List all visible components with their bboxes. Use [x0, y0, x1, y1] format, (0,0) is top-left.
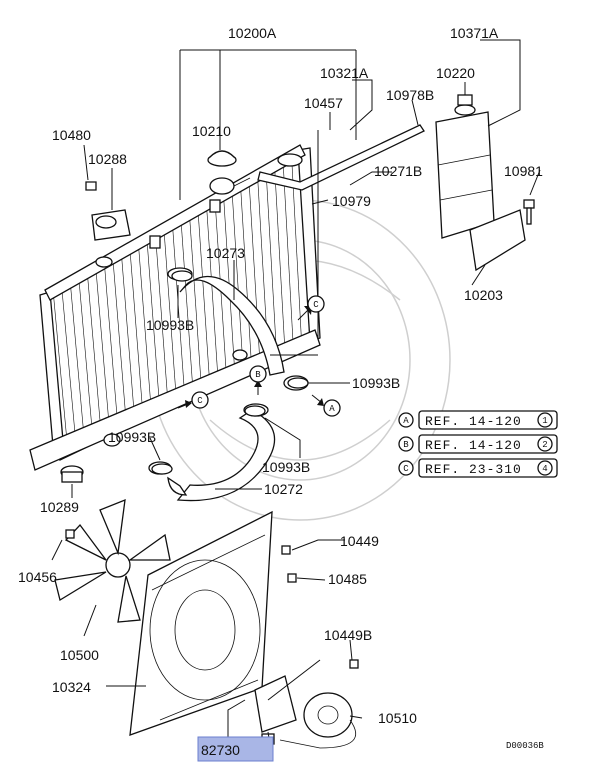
reference-row[interactable]: B REF. 14-120 2 [398, 434, 558, 454]
part-label-10510[interactable]: 10510 [378, 710, 417, 726]
radiator-fin-line [282, 159, 294, 349]
radiator-fin-line [197, 209, 211, 389]
reference-row[interactable]: C REF. 23-310 4 [398, 458, 558, 478]
part-label-10271B[interactable]: 10271B [374, 163, 422, 179]
reserve-tank[interactable] [435, 94, 526, 272]
svg-text:B: B [255, 370, 261, 380]
radiator-cap[interactable] [207, 150, 251, 195]
part-label-10220[interactable]: 10220 [436, 65, 475, 81]
part-label-10500[interactable]: 10500 [60, 647, 99, 663]
part-label-10485[interactable]: 10485 [328, 571, 367, 587]
radiator-fin-line [265, 169, 277, 357]
radiator-core-fins [53, 154, 302, 457]
radiator-fin-line [70, 284, 86, 449]
radiator-fin-line [138, 244, 152, 417]
radiator-fin-line [87, 274, 102, 441]
svg-text:4: 4 [542, 464, 547, 474]
part-label-10288[interactable]: 10288 [88, 151, 127, 167]
callout-b: B [249, 365, 267, 383]
svg-text:REF. 23-310: REF. 23-310 [425, 462, 522, 477]
highlighted-part-box [197, 736, 274, 762]
radiator-fin-line [231, 189, 244, 373]
part-label-10324[interactable]: 10324 [52, 679, 91, 695]
lower-radiator-hose[interactable] [148, 403, 276, 502]
callout-c-upper: C [307, 295, 325, 313]
part-label-10203[interactable]: 10203 [464, 287, 503, 303]
cooling-fan[interactable] [54, 498, 171, 623]
svg-text:B: B [403, 440, 409, 450]
part-label-10273[interactable]: 10273 [206, 245, 245, 261]
radiator-fin-line [121, 254, 136, 425]
part-label-10978B[interactable]: 10978B [386, 87, 434, 103]
part-label-10480[interactable]: 10480 [52, 127, 91, 143]
part-label-10457[interactable]: 10457 [304, 95, 343, 111]
radiator-mount-bracket[interactable] [85, 181, 131, 241]
radiator-fin-line [155, 234, 169, 409]
svg-text:REF. 14-120: REF. 14-120 [425, 438, 522, 453]
svg-text:C: C [403, 464, 409, 474]
part-label-10289[interactable]: 10289 [40, 499, 79, 515]
svg-text:C: C [313, 300, 319, 310]
part-label-10449[interactable]: 10449 [340, 533, 379, 549]
fan-motor[interactable] [279, 692, 356, 749]
radiator-fin-line [146, 239, 161, 413]
part-labels: 10200A 10371A 10321A 10220 10457 10978B … [18, 25, 543, 758]
part-label-82730[interactable]: 82730 [201, 742, 240, 758]
radiator-fin-line [172, 224, 186, 401]
reference-table: A REF. 14-120 1 B REF. 14-120 2 C REF. 2… [398, 410, 558, 478]
svg-text:REF. 14-120: REF. 14-120 [425, 414, 522, 429]
part-label-10200A[interactable]: 10200A [228, 25, 277, 41]
part-label-10993B[interactable]: 10993B [146, 317, 194, 333]
overflow-hose[interactable] [257, 124, 425, 191]
radiator-fin-line [180, 219, 194, 397]
radiator-fin-line [53, 294, 69, 457]
part-label-10993B[interactable]: 10993B [352, 375, 400, 391]
part-label-10979[interactable]: 10979 [332, 193, 371, 209]
part-label-10210[interactable]: 10210 [192, 123, 231, 139]
part-label-10272[interactable]: 10272 [264, 481, 303, 497]
radiator-fin-line [78, 279, 94, 445]
radiator-fin-line [112, 259, 127, 429]
tank-bolt[interactable] [523, 199, 535, 225]
part-label-10993B[interactable]: 10993B [108, 429, 156, 445]
lower-insulator[interactable] [60, 465, 84, 483]
radiator[interactable] [29, 144, 321, 471]
radiator-fin-line [95, 269, 111, 437]
diagram-code: D00036B [506, 741, 544, 751]
radiator-fin-line [163, 229, 177, 405]
radiator-fin-line [240, 184, 252, 369]
callout-a: A [323, 399, 341, 417]
part-label-10371A[interactable]: 10371A [450, 25, 499, 41]
svg-text:C: C [197, 396, 203, 406]
hose-clamps[interactable] [151, 270, 309, 475]
svg-text:A: A [329, 404, 335, 414]
reference-row[interactable]: A REF. 14-120 1 [398, 410, 558, 430]
svg-text:A: A [403, 416, 409, 426]
radiator-fin-line [189, 214, 202, 393]
part-label-10993B[interactable]: 10993B [262, 459, 310, 475]
radiator-fin-line [129, 249, 144, 421]
radiator-fin-line [61, 289, 77, 453]
part-label-10321A[interactable]: 10321A [320, 65, 369, 81]
part-label-10981[interactable]: 10981 [504, 163, 543, 179]
fan-bolts[interactable] [65, 529, 359, 669]
radiator-fin-line [274, 164, 286, 353]
callout-c-lower: C [191, 391, 209, 409]
radiator-fin-line [206, 204, 219, 385]
part-label-10449B[interactable]: 10449B [324, 627, 372, 643]
svg-text:2: 2 [542, 440, 547, 450]
part-label-10456[interactable]: 10456 [18, 569, 57, 585]
radiator-fin-line [104, 264, 119, 433]
svg-text:1: 1 [542, 416, 547, 426]
